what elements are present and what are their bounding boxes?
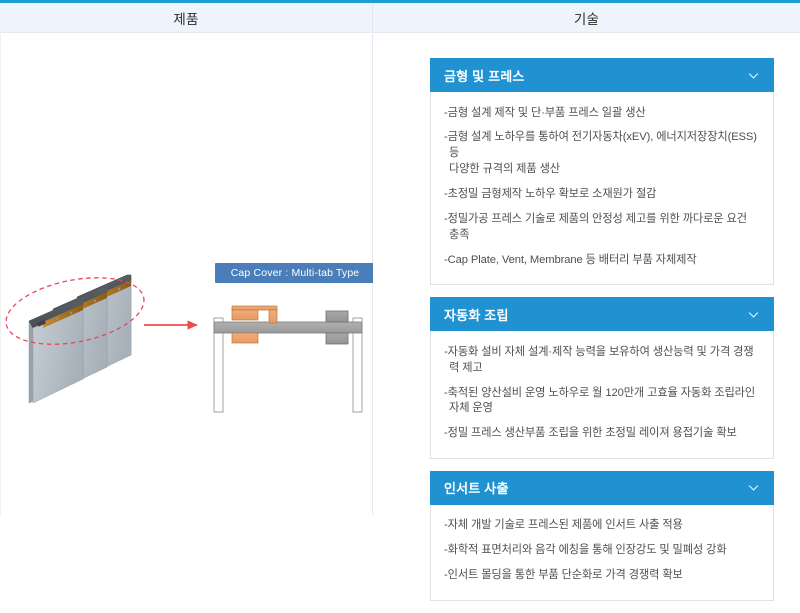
accordion-list-item: -화학적 표면처리와 음각 에칭을 통해 인장강도 및 밀폐성 강화 (444, 544, 727, 557)
accordion-list-item: -Cap Plate, Vent, Membrane 등 배터리 부품 자체제작 (444, 253, 697, 266)
accordion-list-item: -인서트 몰딩을 통한 부품 단순화로 가격 경쟁력 확보 (444, 569, 683, 582)
product-cell: Cap Cover : Multi-tab Type (0, 34, 375, 515)
accordion-title: 금형 및 프레스 (444, 68, 525, 84)
accordion-list-item: -금형 설계 제작 및 단·부품 프레스 일괄 생산 (444, 106, 646, 119)
column-header-product-label: 제품 (173, 11, 199, 27)
accordion-list-item: -자체 개발 기술로 프레스된 제품에 인서트 사출 적용 (444, 519, 683, 532)
accordion-title: 인서트 사출 (444, 481, 509, 497)
column-header-product: 제품 (0, 3, 373, 32)
accordion-list-item: -정밀가공 프레스 기술로 제품의 안정성 제고를 위한 까다로운 요건 충족 (444, 213, 747, 241)
prismatic-battery-cells-group (28, 274, 132, 404)
product-illustration: Cap Cover : Multi-tab Type (1, 34, 375, 515)
cap-cover-badge-label: Cap Cover : Multi-tab Type (230, 267, 360, 279)
accordion-section: 자동화 조립 -자동화 설비 자체 설계·제작 능력을 보유하여 생산능력 및 … (430, 297, 774, 459)
accordion-body: -금형 설계 제작 및 단·부품 프레스 일괄 생산 -금형 설계 노하우를 통… (430, 92, 774, 286)
technology-cell: 금형 및 프레스 -금형 설계 제작 및 단·부품 프레스 일괄 생산 -금형 … (373, 34, 799, 601)
accordion-header-automated-assembly[interactable]: 자동화 조립 (430, 297, 774, 332)
accordion-body: -자체 개발 기술로 프레스된 제품에 인서트 사출 적용 -화학적 표면처리와… (430, 504, 774, 601)
accordion-section: 금형 및 프레스 -금형 설계 제작 및 단·부품 프레스 일괄 생산 -금형 … (430, 58, 774, 286)
dashed-ellipse-highlight (5, 277, 145, 345)
accordion-header-molding-press[interactable]: 금형 및 프레스 (430, 58, 774, 92)
column-header-tech-label: 기술 (573, 11, 600, 27)
chevron-down-icon[interactable] (747, 481, 760, 494)
accordion-section: 인서트 사출 -자체 개발 기술로 프레스된 제품에 인서트 사출 적용 -화학… (430, 470, 774, 601)
accordion-header-insert-injection[interactable]: 인서트 사출 (430, 470, 774, 505)
accordion-list-item: -금형 설계 노하우를 통하여 전기자동차(xEV), 에너지저장장치(ESS)… (444, 131, 757, 176)
chevron-down-icon[interactable] (747, 308, 760, 321)
battery-cell-front (28, 298, 84, 404)
product-diagram-svg (5, 274, 363, 413)
accordion-list-item: -초정밀 금형제작 노하우 확보로 소재원가 절감 (444, 188, 657, 201)
table-header-row: 제품 기술 (0, 3, 800, 33)
technology-accordion: 금형 및 프레스 -금형 설계 제작 및 단·부품 프레스 일괄 생산 -금형 … (430, 58, 774, 613)
accordion-list-item: -정밀 프레스 생산부품 조립을 위한 초정밀 레이져 용접기술 확보 (444, 427, 737, 440)
cap-cover-badge: Cap Cover : Multi-tab Type (215, 263, 375, 283)
table-body-row: Cap Cover : Multi-tab Type 금형 및 프레스 -금형 … (0, 34, 800, 601)
accordion-title: 자동화 조립 (444, 307, 509, 323)
column-header-tech: 기술 (373, 3, 800, 32)
accordion-body: -자동화 설비 자체 설계·제작 능력을 보유하여 생산능력 및 가격 경쟁력 … (430, 331, 774, 459)
accordion-list-item: -축적된 양산설비 운영 노하우로 월 120만개 고효율 자동화 조립라인 자… (444, 386, 756, 415)
cap-cover-cross-section (213, 305, 363, 413)
chevron-down-icon[interactable] (747, 69, 760, 82)
top-accent-bar (0, 0, 800, 3)
accordion-list-item: -자동화 설비 자체 설계·제작 능력을 보유하여 생산능력 및 가격 경쟁력 … (444, 345, 754, 374)
